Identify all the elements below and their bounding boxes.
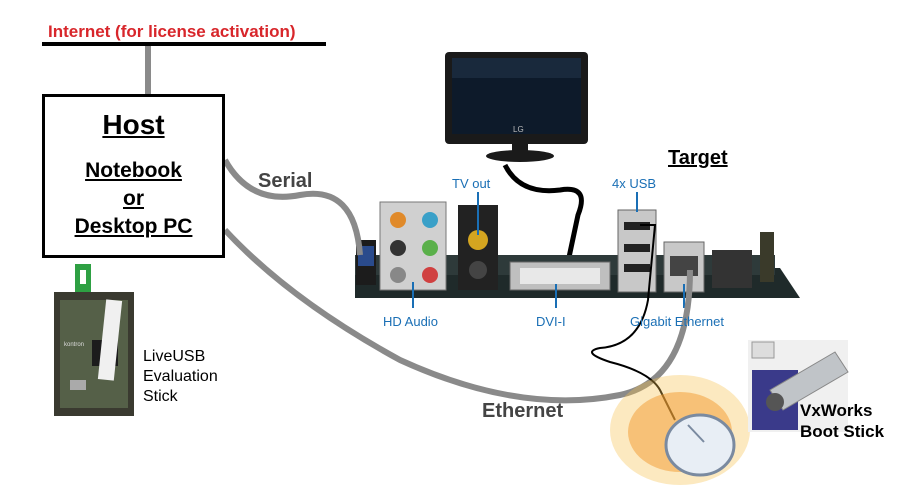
kontron-logo: kontron	[64, 342, 85, 348]
vxworks-line1: VxWorks	[800, 401, 873, 420]
vxworks-stick-image	[748, 340, 849, 432]
ethernet-label: Ethernet	[482, 400, 564, 422]
serial-label: Serial	[258, 170, 313, 192]
dvi-cable	[502, 163, 584, 297]
port-pointers	[412, 192, 685, 308]
usb-cable	[591, 224, 676, 421]
vxworks-label: VxWorks Boot Stick	[800, 400, 884, 442]
vxworks-line2: Boot Stick	[800, 422, 885, 441]
internet-label: Internet (for license activation)	[48, 22, 296, 41]
liveusb-board-image	[54, 264, 134, 416]
host-line-desktop: Desktop PC	[74, 215, 193, 238]
host-box: Host Notebook or Desktop PC	[42, 94, 225, 258]
liveusb-label: LiveUSB Evaluation Stick	[143, 347, 218, 407]
tv-out-label: TV out	[452, 176, 491, 191]
liveusb-line2: Evaluation	[143, 368, 218, 385]
hd-audio-label: HD Audio	[383, 314, 438, 329]
monitor-logo: LG	[513, 125, 524, 134]
dvi-label: DVI-I	[536, 314, 566, 329]
host-line-notebook: Notebook	[85, 159, 182, 182]
monitor-image	[445, 52, 588, 162]
internet-bar	[42, 42, 326, 46]
internet-link	[145, 46, 151, 94]
gigabit-ethernet-label: Gigabit Ethernet	[630, 314, 724, 329]
host-title: Host	[102, 109, 165, 140]
liveusb-line3: Stick	[143, 388, 178, 405]
liveusb-line1: LiveUSB	[143, 348, 206, 365]
usb-label: 4x USB	[612, 176, 657, 191]
target-title: Target	[668, 147, 728, 169]
mouse-image	[610, 375, 750, 485]
ethernet-cable	[222, 227, 693, 404]
host-line-or: or	[123, 187, 144, 210]
serial-cable	[222, 158, 363, 256]
